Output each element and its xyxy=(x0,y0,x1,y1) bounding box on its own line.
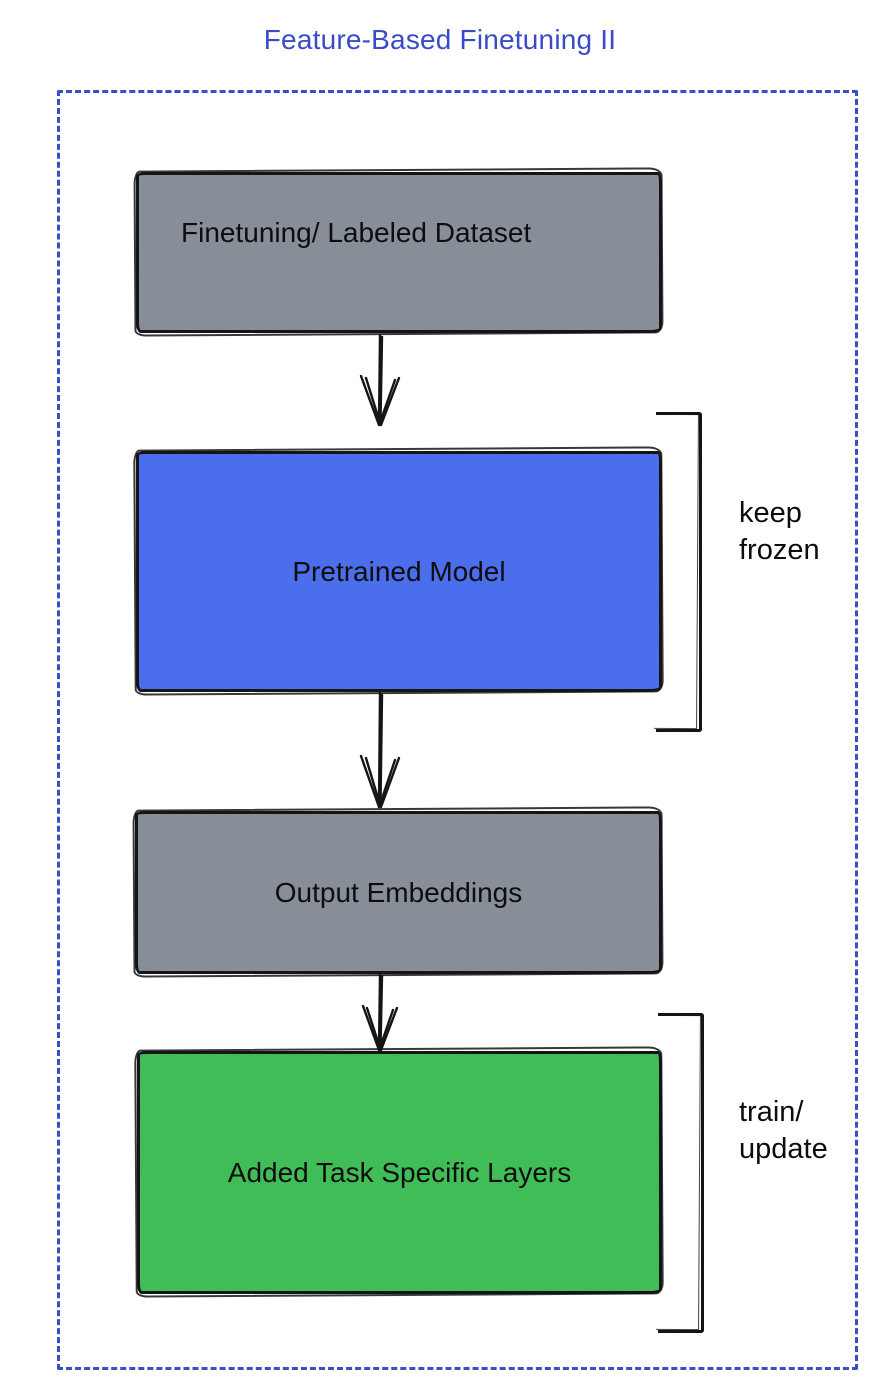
train-update-bracket-icon xyxy=(658,1013,704,1333)
train-update-annotation: train/ update xyxy=(739,1096,828,1165)
node-added-task-specific-layers-label: Added Task Specific Layers xyxy=(227,1156,572,1188)
diagram-title: Feature-Based Finetuning II xyxy=(263,24,617,55)
node-finetuning-dataset-label: Finetuning/ Labeled Dataset xyxy=(181,217,532,248)
arrow-down-icon xyxy=(359,334,401,427)
arrow-down-icon xyxy=(361,974,399,1052)
arrow-down-icon xyxy=(359,692,401,809)
node-output-embeddings-label: Output Embeddings xyxy=(274,876,523,908)
node-added-task-specific-layers: Added Task Specific Layers xyxy=(137,1051,662,1294)
node-pretrained-model-label: Pretrained Model xyxy=(292,555,506,587)
keep-frozen-bracket-icon xyxy=(656,412,702,732)
node-output-embeddings: Output Embeddings xyxy=(135,811,662,974)
keep-frozen-annotation: keep frozen xyxy=(739,497,820,566)
node-finetuning-dataset: Finetuning/ Labeled Dataset xyxy=(136,172,662,333)
node-pretrained-model: Pretrained Model xyxy=(136,451,662,692)
diagram-frame xyxy=(57,90,858,1370)
